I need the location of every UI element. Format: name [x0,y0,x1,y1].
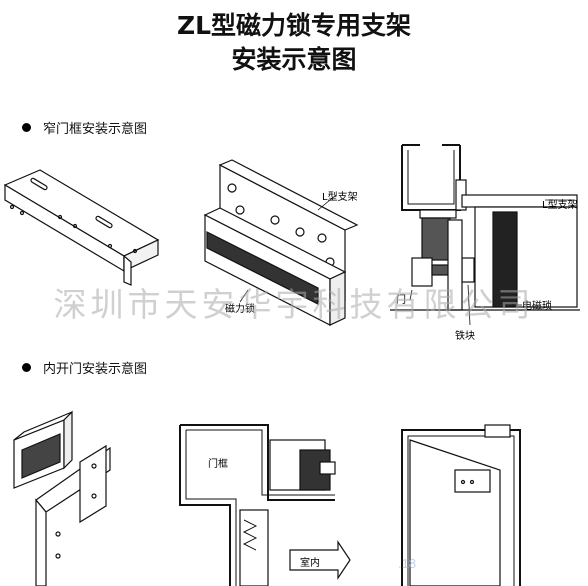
label-door-frame: 门框 [208,459,228,470]
inward-door-lock-drawing [13,410,111,586]
label-iron-block: 铁块 [455,331,475,342]
label-magnetic-lock: 磁力锁 [225,304,255,315]
bullet-icon [22,123,31,132]
door-frame-top-view-drawing [179,424,351,586]
label-l-bracket-1: L型支架 [322,192,358,203]
section-heading-text: 窄门框安装示意图 [43,122,148,137]
bullet-icon [22,363,31,372]
section-heading-narrow-frame: 窄门框安装示意图 [22,118,147,137]
label-door: 门 [396,295,406,306]
section-heading-inward-door: 内开门安装示意图 [22,358,147,377]
inward-door-front-view-drawing [401,424,521,586]
bracket-with-lock-drawing [203,159,359,326]
label-l-bracket-2: L型支架 [542,200,578,211]
label-electromagnetic-lock: 电磁琐 [522,301,552,312]
label-indoor: 室内 [300,558,320,569]
section-heading-text: 内开门安装示意图 [43,362,148,377]
cross-section-drawing [390,144,580,326]
page-title: ZL型磁力锁专用支架 [176,11,412,40]
partial-watermark: .18 [398,556,417,571]
l-bracket-drawing [3,169,160,286]
page-subtitle: 安装示意图 [231,45,357,74]
